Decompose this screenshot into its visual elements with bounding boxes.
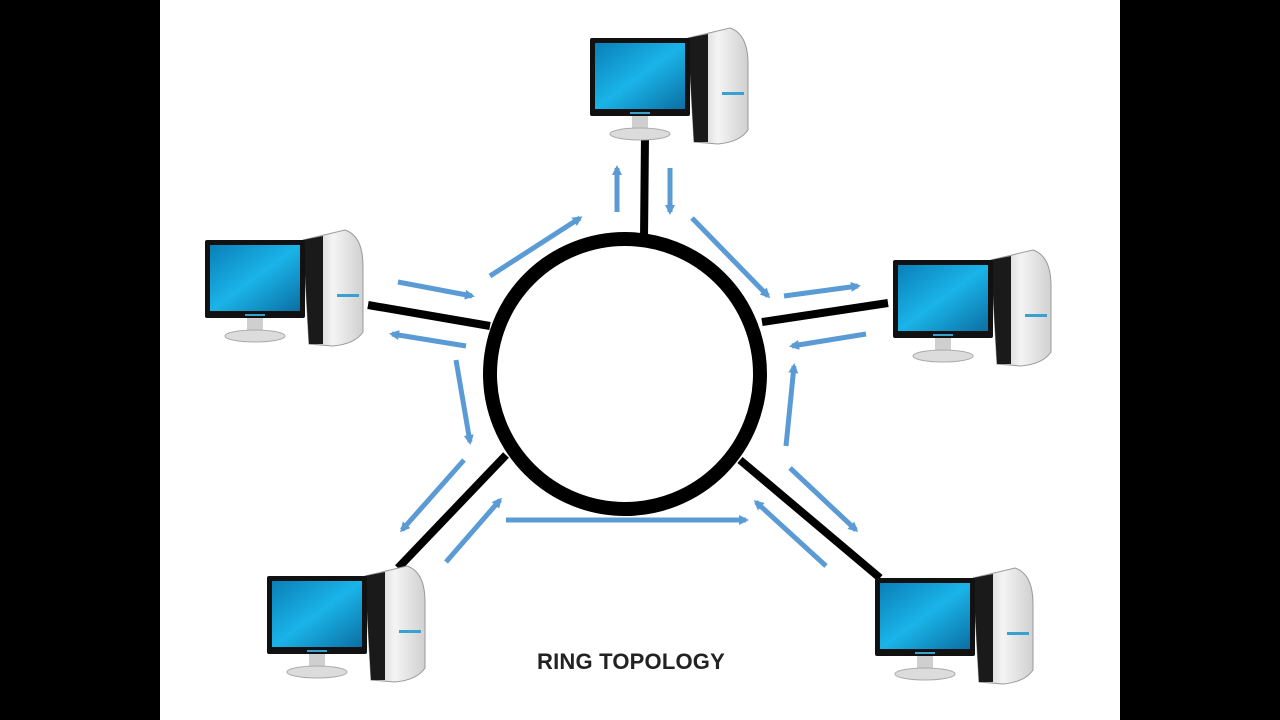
desktop-computer-icon	[589, 27, 749, 145]
flow-arrow	[783, 281, 861, 299]
flow-arrow	[400, 458, 466, 533]
flow-arrow	[389, 330, 467, 349]
link-bottom-left	[395, 452, 509, 571]
flow-arrow	[397, 279, 475, 300]
link-bottom-right	[737, 456, 883, 582]
ring-network	[367, 135, 889, 582]
computer-bottom-right	[874, 567, 1034, 685]
flow-arrow	[783, 363, 799, 447]
computer-top	[589, 27, 749, 145]
desktop-computer-icon	[874, 567, 1034, 685]
flow-arrow	[453, 359, 474, 445]
computer-bottom-left	[266, 565, 426, 683]
link-left	[367, 301, 491, 330]
link-top	[640, 135, 649, 239]
computer-left	[204, 229, 364, 347]
link-right	[761, 299, 889, 326]
flow-arrow	[488, 215, 583, 279]
diagram-title: RING TOPOLOGY	[537, 649, 725, 674]
data-flow-arrows	[389, 165, 867, 568]
desktop-computer-icon	[266, 565, 426, 683]
desktop-computer-icon	[892, 249, 1052, 367]
ring-cable	[483, 232, 767, 516]
desktop-computer-icon	[204, 229, 364, 347]
flow-arrow	[690, 216, 771, 299]
flow-arrow	[788, 466, 859, 533]
computer-right	[892, 249, 1052, 367]
flow-arrow	[789, 331, 867, 350]
flow-arrow	[444, 497, 502, 564]
flow-arrow	[753, 499, 828, 568]
